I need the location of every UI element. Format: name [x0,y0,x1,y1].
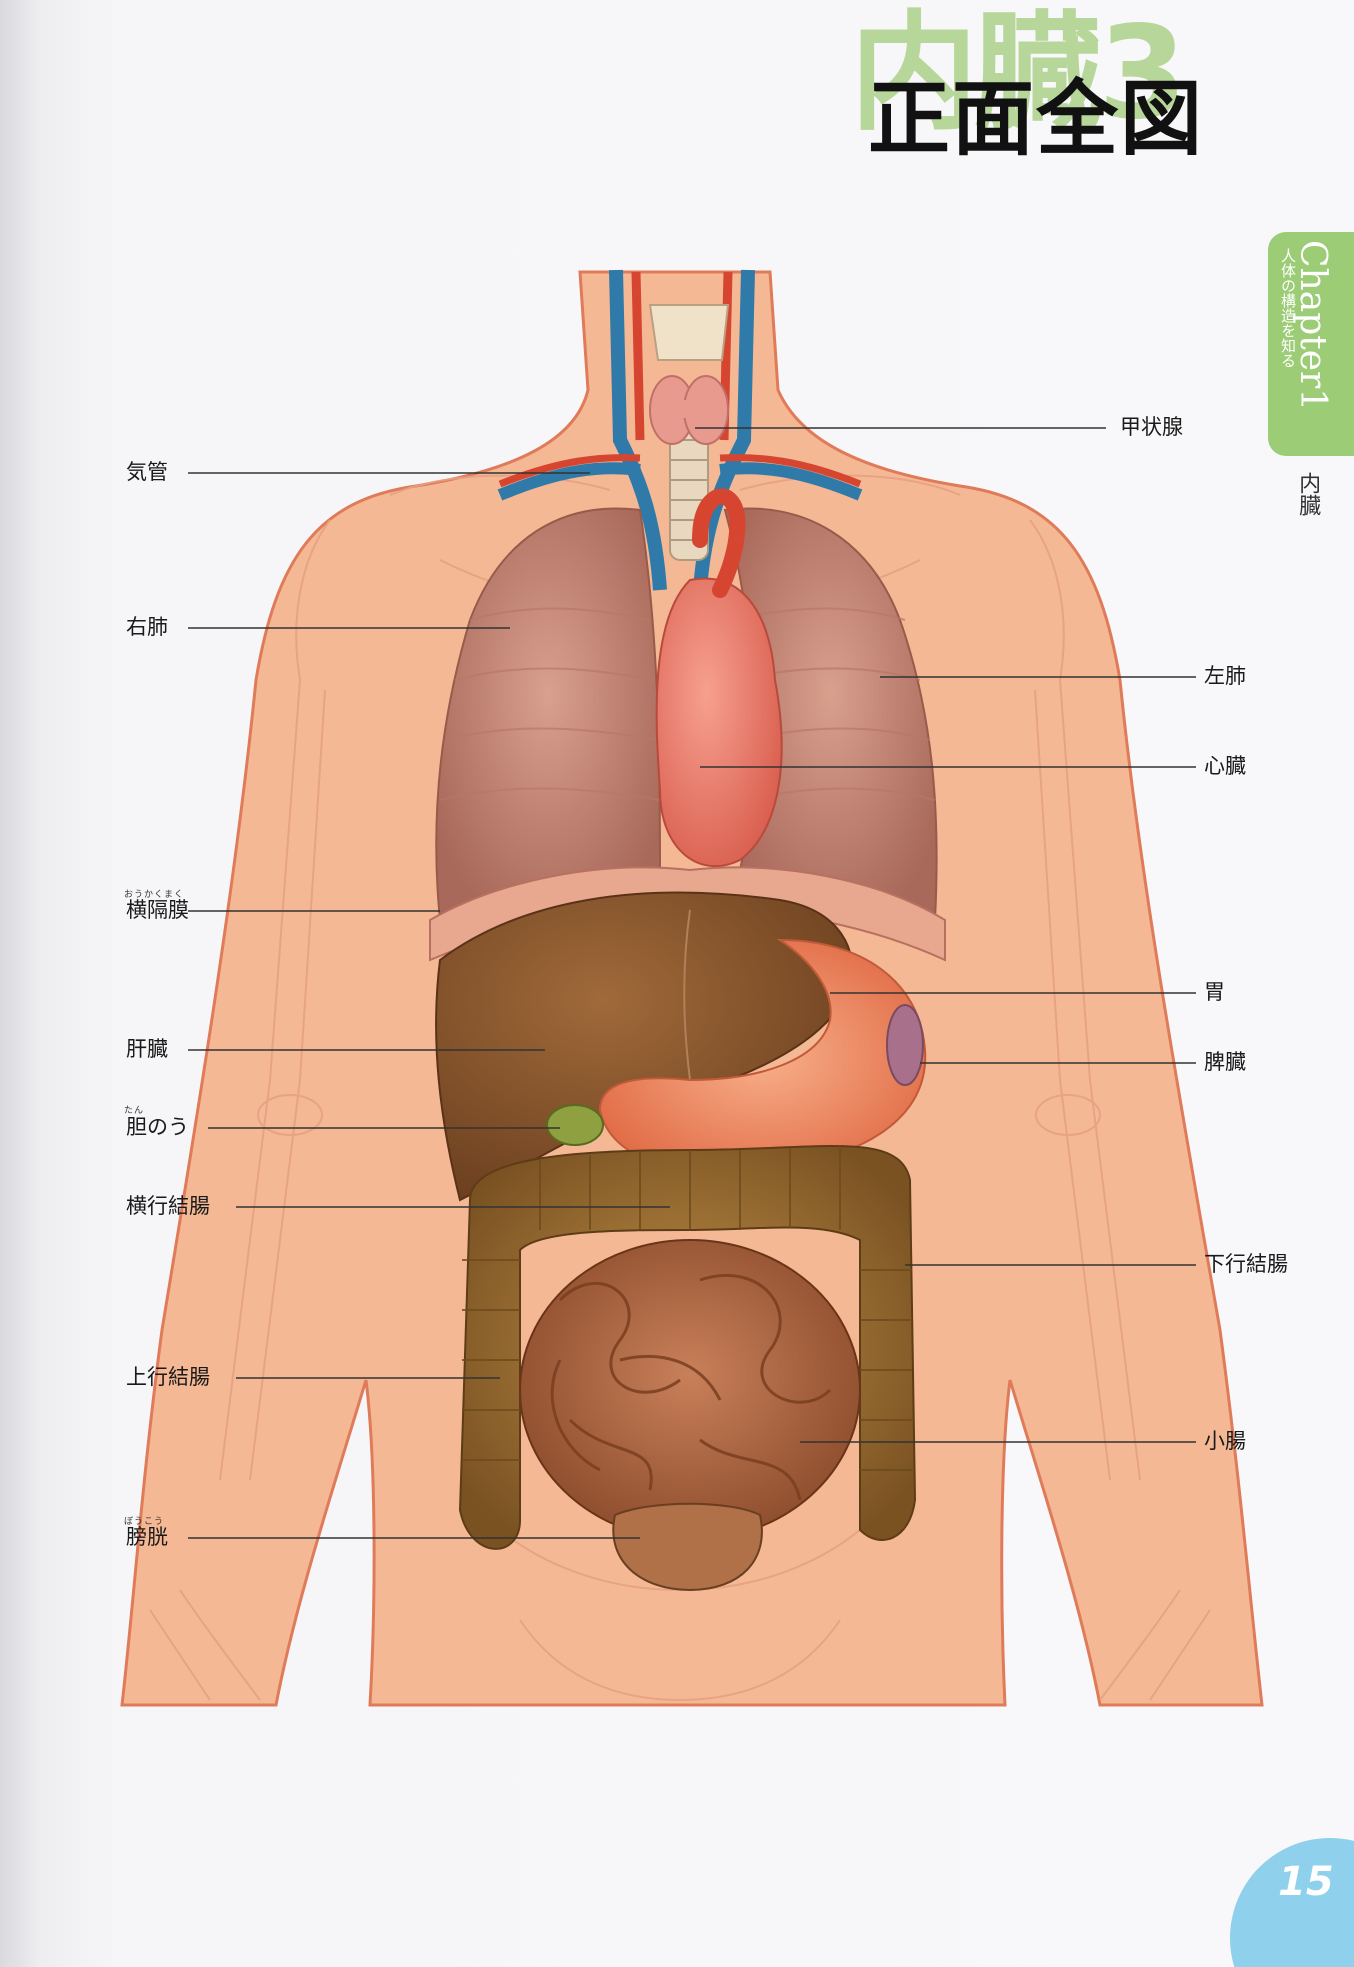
label-liver: 肝臓 [126,1037,168,1061]
section-label: 内臓 [1295,472,1321,516]
ruby-bladder: ぼうこう [124,1517,165,1527]
ruby-gallbladder: たん [124,1106,145,1116]
heart [655,488,783,868]
label-stomach: 胃 [1204,980,1225,1004]
label-trachea: 気管 [126,460,168,484]
label-diaphragm: 横隔膜 [126,898,189,922]
lungs [435,507,938,922]
leader-lines [188,427,1196,1539]
chapter-tab[interactable] [1268,232,1354,456]
chapter-tab-label: Chapter1 [1292,240,1333,412]
label-right-lung: 右肺 [126,615,168,639]
thyroid [648,304,730,445]
label-descending-colon: 下行結腸 [1204,1252,1288,1276]
spleen [886,1004,924,1086]
label-left-lung: 左肺 [1204,664,1246,688]
page-number: 15 [1278,1859,1334,1905]
gallbladder [546,1104,604,1146]
label-transverse-colon: 横行結腸 [126,1194,210,1218]
colon [458,1145,917,1550]
label-gallbladder: 胆のう [126,1115,189,1139]
stomach [598,938,927,1174]
label-spleen: 脾臓 [1204,1050,1246,1074]
label-heart: 心臓 [1204,754,1246,778]
small-intestine [519,1239,861,1541]
label-thyroid: 甲状腺 [1120,415,1183,439]
label-ascending-colon: 上行結腸 [126,1365,210,1389]
bladder [612,1502,763,1592]
chapter-tab-subtitle: 人体の構造を知る [1279,248,1297,368]
label-bladder: 膀胱 [126,1525,168,1549]
chapter-heading: 内臓3 [850,0,1187,148]
page-title: 正面全図 [868,71,1205,167]
label-small-intestine: 小腸 [1204,1429,1246,1453]
liver [435,891,854,1202]
ruby-diaphragm: おうかくまく [124,890,185,900]
